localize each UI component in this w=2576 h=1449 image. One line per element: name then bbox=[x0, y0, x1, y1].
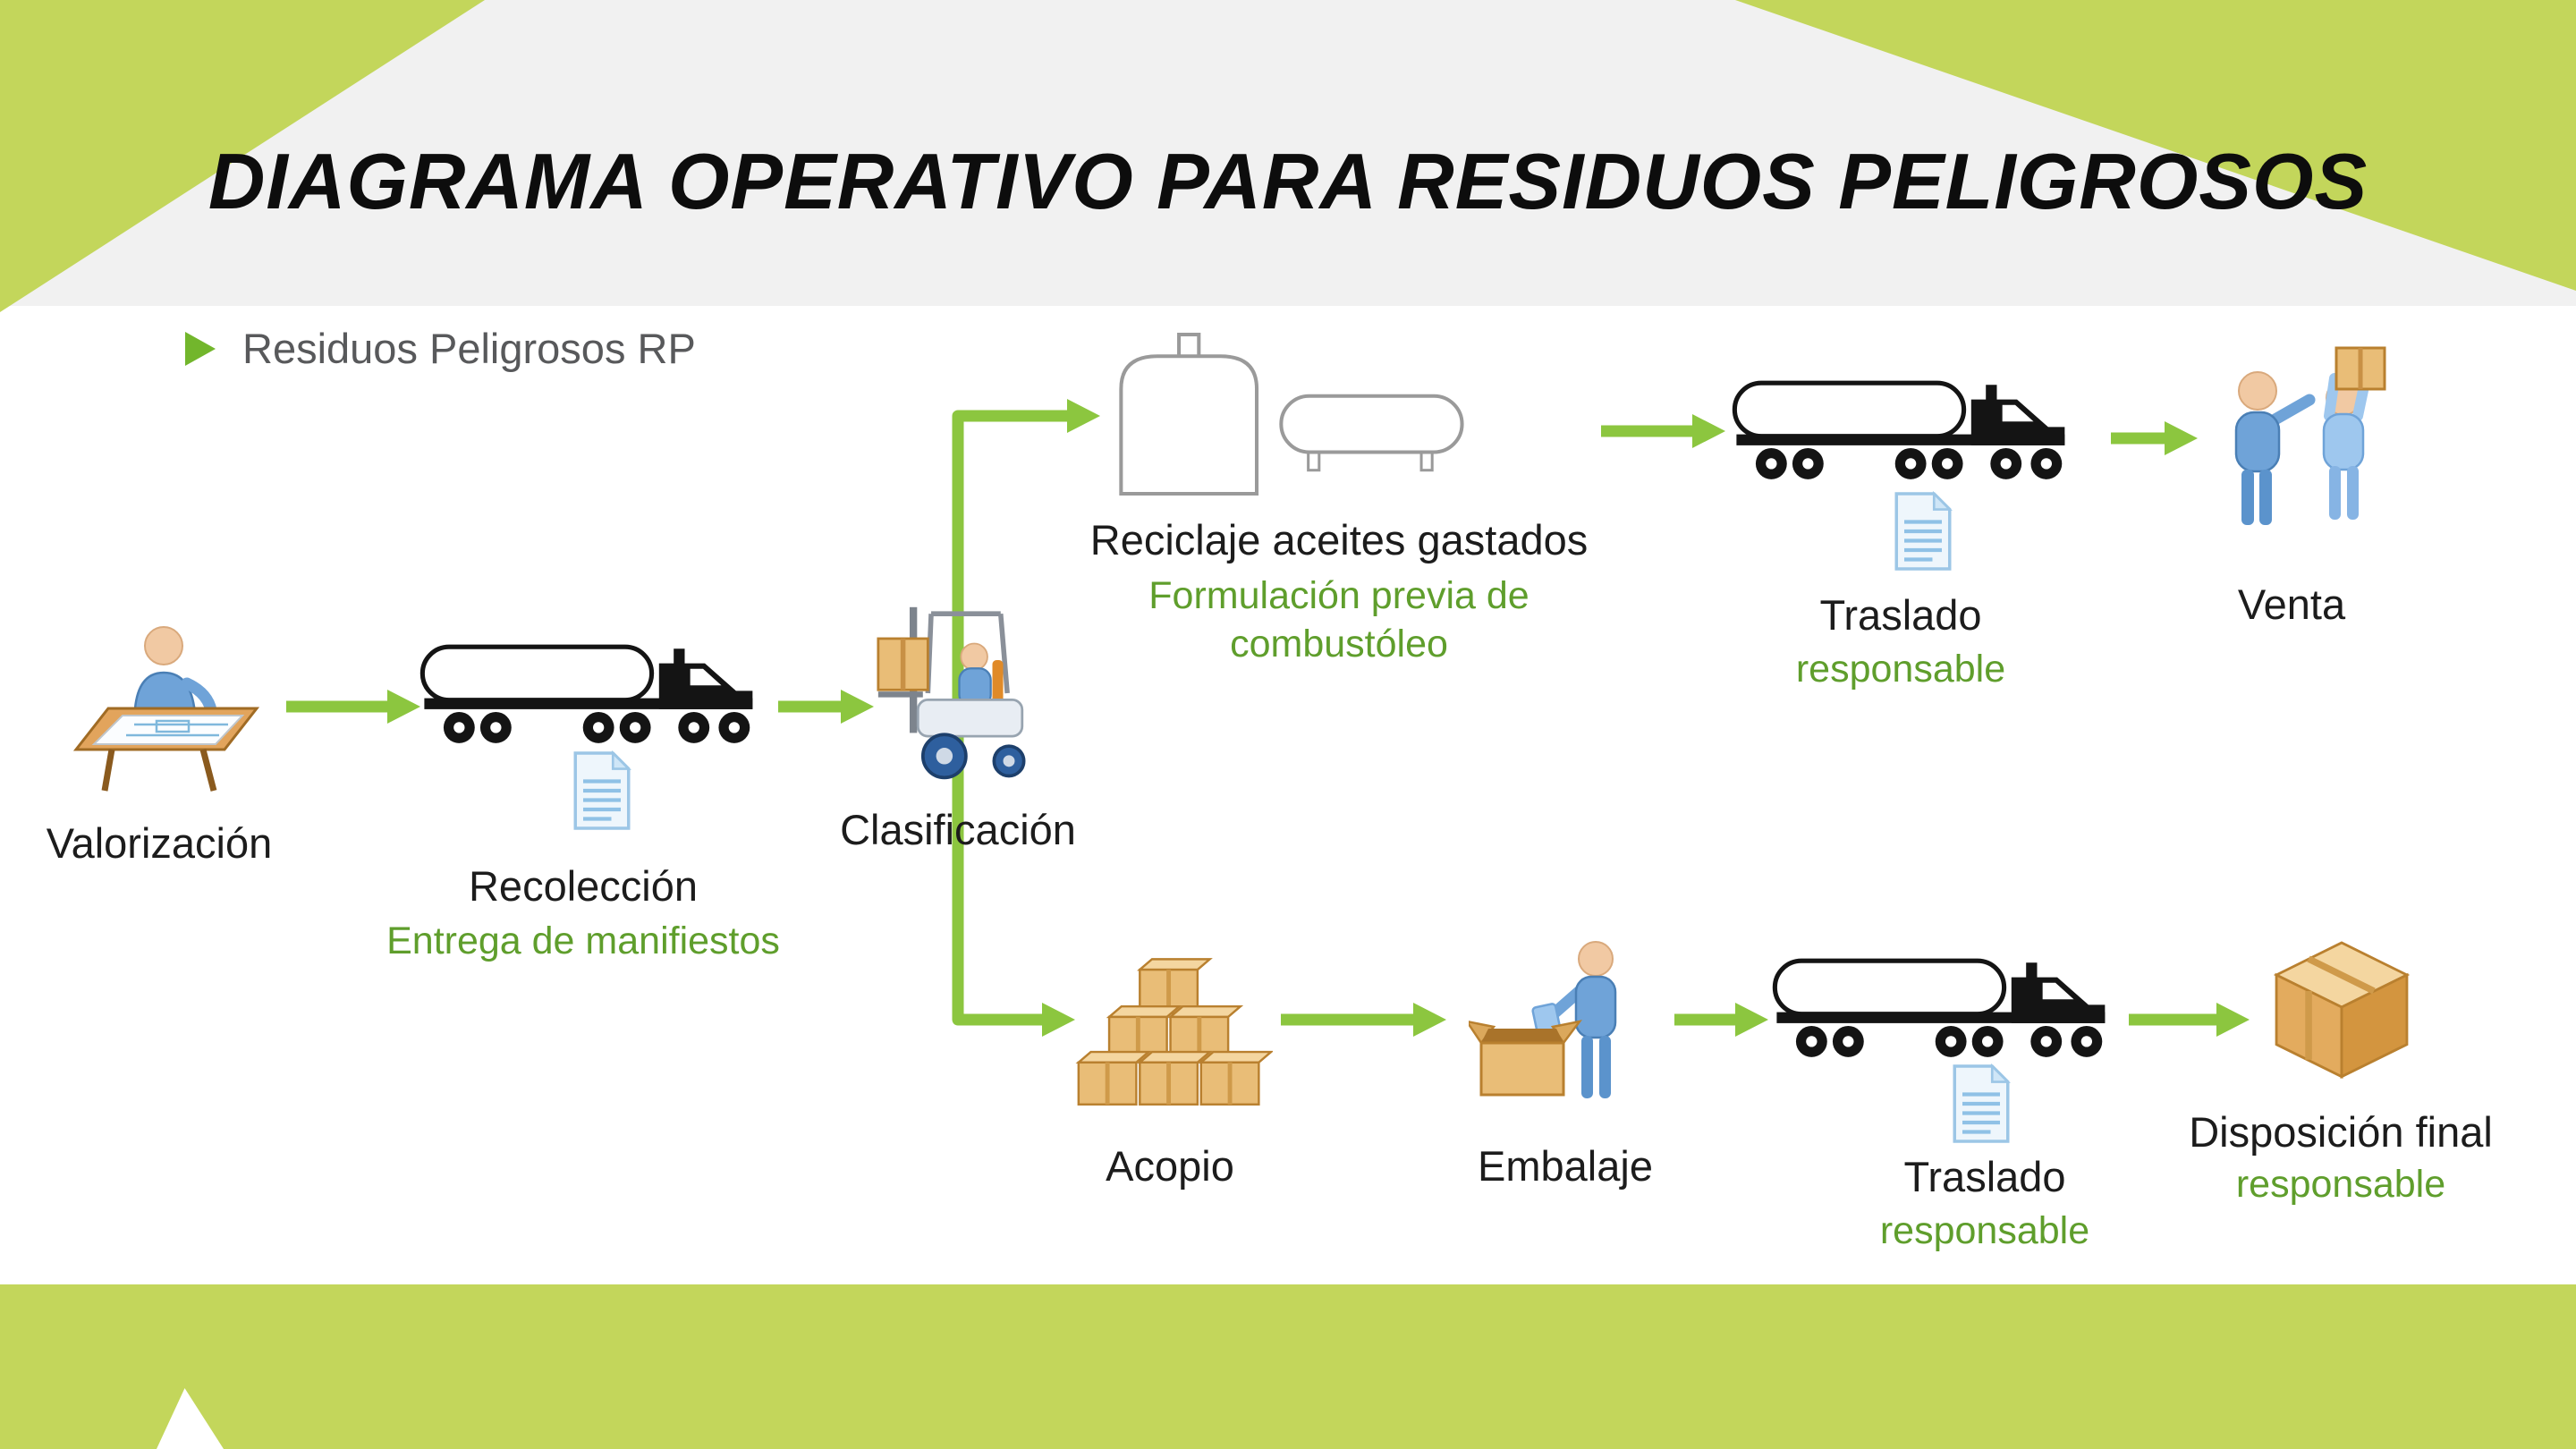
disposicion-final-box-icon bbox=[2273, 941, 2411, 1079]
node-label-venta: Venta bbox=[2237, 580, 2346, 628]
acopio-box-stack-icon bbox=[1075, 958, 1273, 1106]
node-label-traslado-superior: Traslado bbox=[1819, 591, 1982, 639]
venta-people-icon bbox=[2234, 346, 2386, 525]
node-label-clasificacion: Clasificación bbox=[840, 806, 1076, 853]
node-label-reciclaje: Reciclaje aceites gastados bbox=[1089, 516, 1589, 564]
node-label-embalaje: Embalaje bbox=[1478, 1142, 1653, 1190]
node-sublabel-reciclaje: Formulación previa de combustóleo bbox=[1148, 574, 1530, 665]
node-label-recoleccion: Recolección bbox=[468, 862, 699, 910]
node-sublabel-disposicion-final: responsable bbox=[2235, 1163, 2446, 1206]
tanker-truck-icon bbox=[1731, 376, 2080, 486]
node-label-valorizacion: Valorización bbox=[46, 819, 273, 867]
legend: Residuos Peligrosos RP bbox=[183, 324, 696, 373]
manifest-document-icon bbox=[1892, 490, 1954, 572]
node-label-acopio: Acopio bbox=[1106, 1142, 1234, 1190]
tanker-truck-icon bbox=[1771, 953, 2120, 1063]
node-label-disposicion-final: Disposición final bbox=[2189, 1108, 2493, 1156]
node-sublabel-traslado-inferior: responsable bbox=[1879, 1209, 2090, 1252]
page-title: DIAGRAMA OPERATIVO PARA RESIDUOS PELIGRO… bbox=[208, 137, 2368, 225]
valorizacion-person-desk-icon bbox=[72, 626, 260, 792]
tanker-truck-icon bbox=[419, 640, 767, 750]
node-sublabel-recoleccion: Entrega de manifiestos bbox=[386, 919, 780, 962]
manifest-document-icon bbox=[1950, 1063, 2012, 1145]
recycling-plant-tanks-icon bbox=[1119, 333, 1464, 496]
node-label-traslado-inferior: Traslado bbox=[1903, 1153, 2066, 1200]
node-sublabel-traslado-superior: responsable bbox=[1795, 648, 2006, 691]
embalaje-person-packing-icon bbox=[1469, 941, 1617, 1098]
footer-band bbox=[0, 1284, 2576, 1449]
legend-arrow-icon bbox=[185, 331, 216, 366]
manifest-document-icon bbox=[571, 750, 633, 832]
forklift-icon bbox=[877, 606, 1026, 780]
legend-label: Residuos Peligrosos RP bbox=[242, 325, 696, 372]
